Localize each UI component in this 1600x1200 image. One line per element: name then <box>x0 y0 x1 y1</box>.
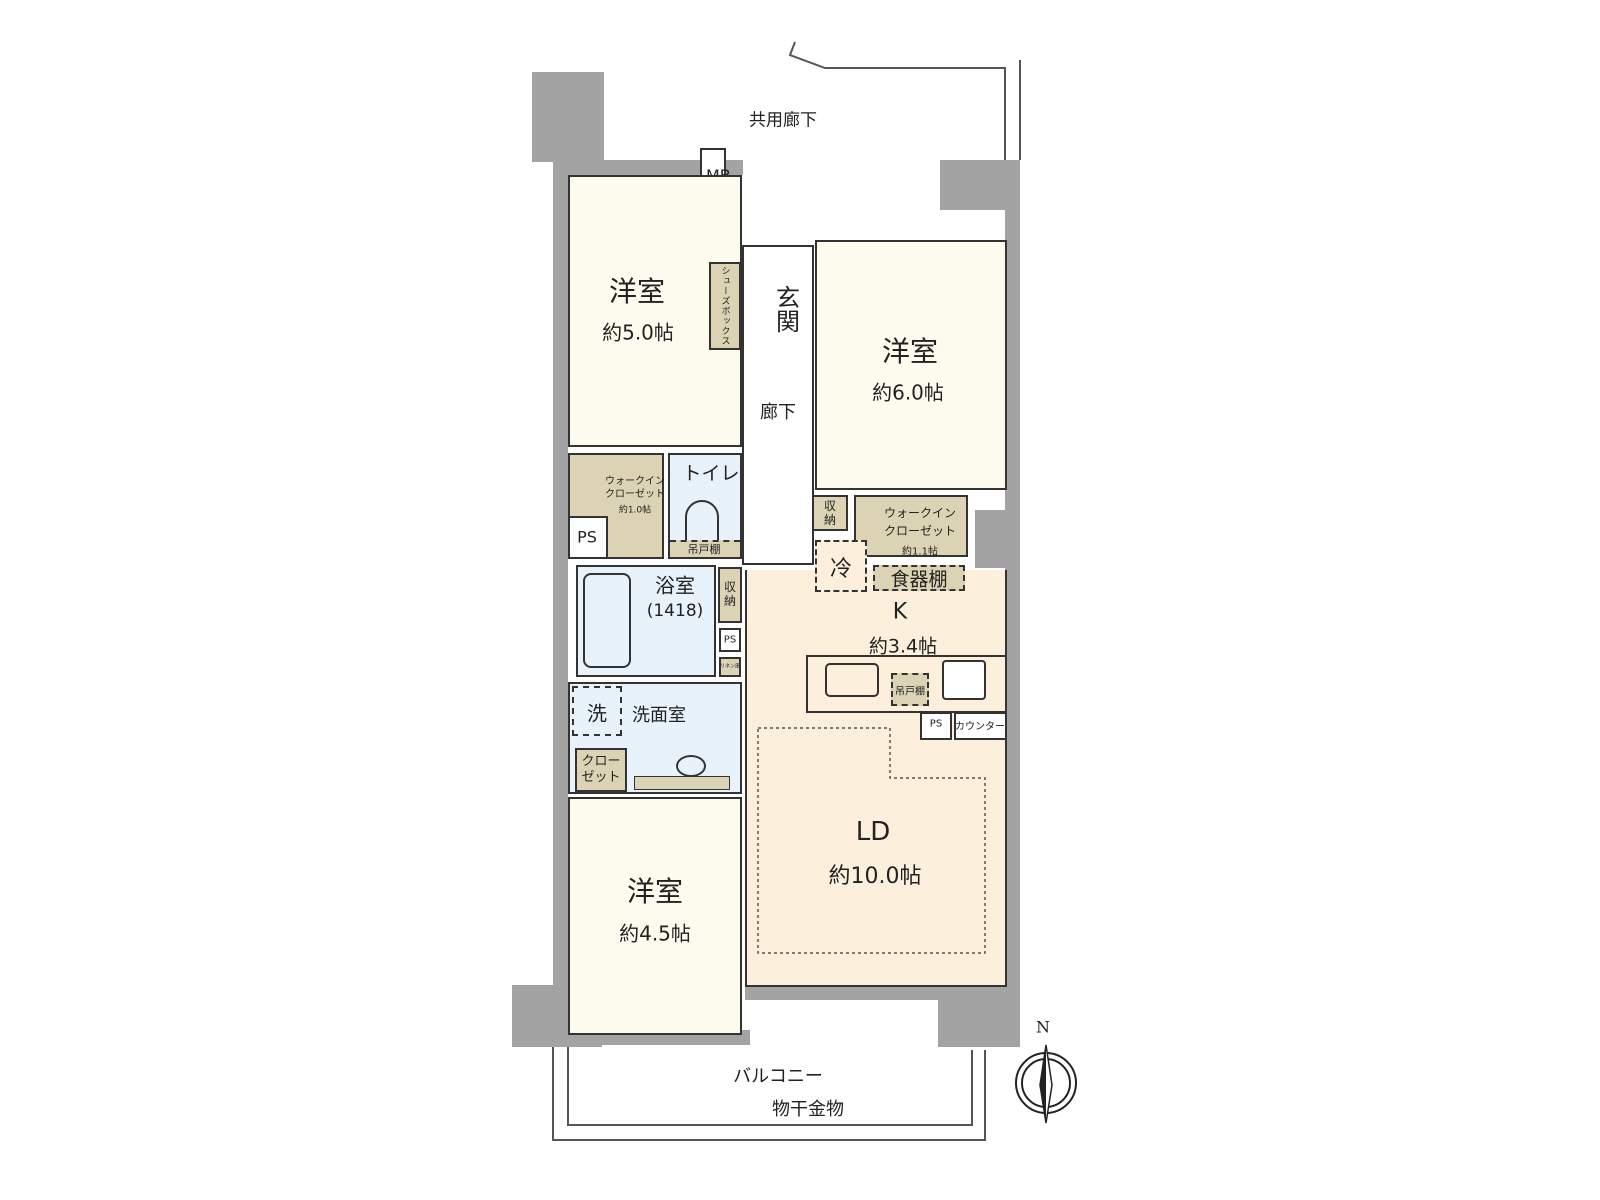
shoe-box <box>709 262 741 350</box>
pipe-space-3 <box>920 712 952 740</box>
storage-1-label: 収納 <box>723 580 736 608</box>
wall-east <box>1005 160 1020 1040</box>
kitchen-size: 約3.4帖 <box>868 635 938 658</box>
closet-label: クローゼット <box>581 754 621 785</box>
fridge-space <box>815 540 867 592</box>
ps-label-1: PS <box>577 527 597 547</box>
linen-storage <box>719 657 741 677</box>
toilet-label: トイレ <box>682 462 740 485</box>
wic2-label: ウォークイン クローゼット <box>883 506 957 538</box>
ld-name: LD <box>855 817 891 847</box>
western-room-3 <box>568 797 742 1035</box>
toilet-shelf-label: 吊戸棚 <box>687 543 721 556</box>
western-room-2 <box>815 240 1007 490</box>
sink-icon <box>676 755 706 777</box>
room1-size: 約5.0帖 <box>602 320 674 345</box>
vanity-counter <box>634 776 730 790</box>
fridge-label: 冷 <box>829 557 853 582</box>
washer-label: 洗 <box>587 701 607 726</box>
stove-icon <box>942 660 986 700</box>
closet <box>575 748 627 792</box>
wall-corner-nw <box>532 72 604 162</box>
cupboard-label: 食器棚 <box>890 568 948 591</box>
ps-label-2: PS <box>723 634 737 646</box>
storage-1 <box>718 567 742 623</box>
wall-south-ld <box>745 985 945 1000</box>
wic1-size: 約1.0帖 <box>618 505 652 516</box>
room2-size: 約6.0帖 <box>872 380 944 405</box>
wall-corner-se <box>938 985 1020 1047</box>
pipe-space-1 <box>568 516 608 559</box>
kitchen-hanging-shelf <box>891 673 929 706</box>
kitchen-name: K <box>892 599 908 625</box>
room2-name: 洋室 <box>881 335 939 368</box>
room3-name: 洋室 <box>626 875 684 908</box>
wall-west <box>553 160 568 1040</box>
linen-label: リネン庫 <box>719 663 741 670</box>
room1-name: 洋室 <box>608 275 666 308</box>
washroom-label: 洗面室 <box>632 705 686 726</box>
washer-space <box>572 686 622 736</box>
cupboard <box>873 565 965 591</box>
walk-in-closet-2 <box>854 495 968 557</box>
hallway <box>742 245 814 565</box>
north-label: N <box>1036 1017 1050 1037</box>
counter-box <box>954 712 1007 740</box>
ldk <box>745 570 1007 987</box>
north-compass-icon <box>1015 1044 1077 1124</box>
storage-2 <box>812 495 848 531</box>
kitchen-sink-icon <box>825 663 879 697</box>
bath-label: 浴室 <box>655 573 695 598</box>
wall-corner-ne <box>940 160 1020 210</box>
counter-label: カウンター <box>955 721 1005 733</box>
wic2-size: 約1.1帖 <box>902 546 938 558</box>
room3-size: 約4.5帖 <box>619 921 691 946</box>
wic1-label: ウォークイン クローゼット <box>605 476 665 500</box>
pipe-space-2 <box>719 628 741 652</box>
kitchen-shelf-label: 吊戸棚 <box>895 686 925 698</box>
wall-pillar-east <box>975 510 1020 568</box>
clothes-rack-label: 物干金物 <box>772 1099 844 1120</box>
toilet-shelf <box>670 540 740 557</box>
hallway-label: 廊下 <box>760 402 796 423</box>
shoe-box-label: シューズボックス <box>719 266 730 346</box>
bath-model: (1418) <box>646 601 704 621</box>
common-corridor-label: 共用廊下 <box>749 110 817 131</box>
wall-north <box>553 160 743 175</box>
bathtub-icon <box>583 573 631 668</box>
balcony-label: バルコニー <box>733 1066 823 1087</box>
ps-label-3: PS <box>929 718 943 730</box>
bathroom <box>576 565 716 677</box>
entrance-label: 玄関 <box>771 285 800 333</box>
storage-2-label: 収納 <box>823 499 836 527</box>
ld-size: 約10.0帖 <box>828 864 922 889</box>
